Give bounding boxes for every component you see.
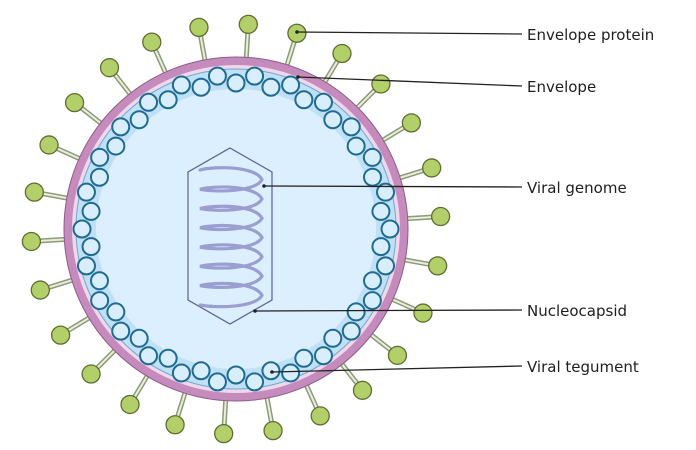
envelope-protein-spike <box>366 331 406 365</box>
envelope-protein-spike <box>321 45 351 88</box>
label-envelope-protein: Envelope protein <box>527 26 654 44</box>
capsomer <box>295 91 312 108</box>
capsomer <box>91 272 108 289</box>
capsomer <box>348 303 365 320</box>
leader-envelope <box>298 77 522 86</box>
capsomer <box>246 373 263 390</box>
capsomer <box>364 272 381 289</box>
capsomer <box>372 203 389 220</box>
envelope-protein-spike <box>304 379 329 424</box>
capsomer <box>364 149 381 166</box>
envelope-protein-spike <box>82 346 119 383</box>
label-viral-genome: Viral genome <box>527 179 627 197</box>
label-nucleocapsid: Nucleocapsid <box>527 302 627 320</box>
envelope-protein-spike <box>377 114 420 144</box>
capsomer <box>112 118 129 135</box>
leader-envelope-dot <box>296 75 300 79</box>
capsomer <box>209 373 226 390</box>
capsomer <box>193 79 210 96</box>
capsomer <box>131 330 148 347</box>
capsomer <box>382 221 399 238</box>
capsomer <box>348 138 365 155</box>
capsomer <box>315 94 332 111</box>
capsomer <box>246 68 263 85</box>
capsomer <box>78 257 95 274</box>
capsomer <box>295 350 312 367</box>
leader-envelope-protein <box>297 32 522 34</box>
label-envelope: Envelope <box>527 78 596 96</box>
capsomer <box>228 75 245 92</box>
envelope-protein-spike <box>386 297 431 322</box>
capsomer <box>209 68 226 85</box>
capsomer <box>282 77 299 94</box>
capsomer <box>173 364 190 381</box>
envelope-protein-spike <box>31 278 78 299</box>
envelope-protein-spike <box>338 359 372 399</box>
capsomer <box>193 362 210 379</box>
capsomer <box>131 111 148 128</box>
capsomer <box>140 94 157 111</box>
capsomer <box>91 149 108 166</box>
capsomer <box>91 169 108 186</box>
capsomer <box>160 91 177 108</box>
envelope-protein-spike <box>101 59 135 99</box>
envelope-protein-spike <box>394 159 441 180</box>
capsomer <box>107 303 124 320</box>
capsomer <box>173 77 190 94</box>
leader-viral-tegument-dot <box>270 370 274 374</box>
capsomer <box>112 323 129 340</box>
capsomer <box>228 367 245 384</box>
capsomer <box>343 118 360 135</box>
capsomer <box>372 238 389 255</box>
label-group: Envelope protein Envelope Viral genome N… <box>527 26 654 376</box>
capsomer <box>140 347 157 364</box>
capsomer <box>107 138 124 155</box>
capsomer <box>377 257 394 274</box>
envelope-protein-spike <box>52 314 95 344</box>
capsomer <box>343 323 360 340</box>
capsomer <box>315 347 332 364</box>
envelope-protein-spike <box>121 370 151 413</box>
envelope-protein-spike <box>166 387 187 434</box>
envelope-protein-spike <box>66 94 106 128</box>
capsomer <box>83 238 100 255</box>
capsomer <box>262 79 279 96</box>
leader-envelope-protein-dot <box>295 30 299 34</box>
capsomer <box>282 364 299 381</box>
leader-viral-genome-dot <box>262 184 266 188</box>
capsomer <box>324 111 341 128</box>
capsomer <box>78 184 95 201</box>
envelope-protein-spike <box>143 33 168 78</box>
capsomer <box>160 350 177 367</box>
envelope-protein-spike <box>40 136 85 161</box>
capsomer <box>364 169 381 186</box>
capsomer <box>74 221 91 238</box>
capsomer <box>83 203 100 220</box>
capsomer <box>91 292 108 309</box>
capsomer <box>324 330 341 347</box>
label-viral-tegument: Viral tegument <box>527 358 639 376</box>
leader-nucleocapsid-dot <box>253 309 257 313</box>
capsomer <box>364 292 381 309</box>
